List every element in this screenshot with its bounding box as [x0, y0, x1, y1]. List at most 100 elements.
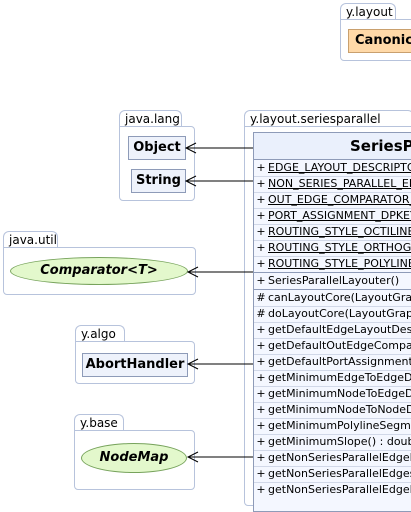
visibility-marker: +	[256, 209, 266, 222]
package-java-util: Comparator<T>	[3, 247, 196, 295]
method-row[interactable]: +getMinimumEdgeToEdgeDistance()	[254, 370, 411, 386]
row-separator	[254, 176, 411, 177]
visibility-marker: +	[256, 241, 266, 254]
field-row[interactable]: +PORT_ASSIGNMENT_DPKEY	[254, 208, 411, 224]
method-signature: getMinimumNodeToNodeDistance()	[268, 403, 411, 416]
visibility-marker: +	[256, 257, 266, 270]
visibility-marker: +	[256, 435, 266, 448]
package-tab-y-layout: y.layout	[340, 3, 396, 20]
package-java-lang: Object String	[119, 126, 195, 201]
field-row[interactable]: +ROUTING_STYLE_ORTHOGONAL	[254, 240, 411, 256]
method-row[interactable]: #canLayoutCore(LayoutGraph)	[254, 290, 411, 306]
arrowhead-comparator	[186, 266, 199, 278]
visibility-marker: +	[256, 403, 266, 416]
method-row[interactable]: +getNonSeriesParallelEdgesDpKey()	[254, 466, 411, 482]
row-separator	[254, 386, 411, 387]
field-row[interactable]: +ROUTING_STYLE_POLYLINE	[254, 256, 411, 272]
method-row[interactable]: +getMinimumSlope() : double	[254, 434, 411, 450]
row-separator	[254, 466, 411, 467]
method-row[interactable]: +getMinimumNodeToNodeDistance()	[254, 402, 411, 418]
method-signature: getMinimumPolylineSegmentLength()	[268, 419, 411, 432]
visibility-marker: #	[256, 307, 266, 320]
method-row[interactable]: +getNonSeriesParallelEdgeRouter()	[254, 482, 411, 498]
package-tab-y-layout-seriesparallel: y.layout.seriesparallel	[244, 110, 411, 127]
row-separator	[254, 418, 411, 419]
field-signature: ROUTING_STYLE_OCTILINEAR	[268, 225, 411, 238]
visibility-marker: +	[256, 339, 266, 352]
method-signature: getDefaultEdgeLayoutDescriptor()	[268, 323, 411, 336]
field-row[interactable]: +EDGE_LAYOUT_DESCRIPTOR	[254, 160, 411, 176]
method-row[interactable]: +getDefaultOutEdgeComparator()	[254, 338, 411, 354]
package-tab-java-lang: java.lang	[119, 110, 182, 127]
row-separator	[254, 306, 411, 307]
interface-node-map[interactable]: NodeMap	[81, 443, 187, 473]
method-row[interactable]: +getMinimumNodeToEdgeDistance()	[254, 386, 411, 402]
method-signature: getMinimumNodeToEdgeDistance()	[268, 387, 411, 400]
row-separator	[254, 370, 411, 371]
row-separator	[254, 338, 411, 339]
row-separator	[254, 224, 411, 225]
package-tab-y-algo: y.algo	[75, 325, 125, 342]
class-string[interactable]: String	[131, 169, 186, 193]
package-y-algo: AbortHandler	[75, 341, 195, 384]
constructors-section: +SeriesParallelLayouter()	[254, 272, 411, 289]
arrowhead-abort-handler	[186, 358, 199, 370]
visibility-marker: +	[256, 323, 266, 336]
class-series-parallel-layouter[interactable]: SeriesP +EDGE_LAYOUT_DESCRIPTOR+NON_SERI…	[253, 132, 411, 512]
package-y-layout: Canonic	[340, 19, 411, 61]
interface-comparator[interactable]: Comparator<T>	[10, 257, 188, 285]
class-title: SeriesP	[254, 133, 411, 160]
dependency-edges	[184, 142, 253, 463]
class-abort-handler[interactable]: AbortHandler	[82, 353, 188, 377]
visibility-marker: +	[256, 177, 266, 190]
method-row[interactable]: +getMinimumPolylineSegmentLength()	[254, 418, 411, 434]
method-row[interactable]: +getDefaultEdgeLayoutDescriptor()	[254, 322, 411, 338]
field-signature: EDGE_LAYOUT_DESCRIPTOR	[268, 161, 411, 174]
visibility-marker: +	[256, 193, 266, 206]
class-canonic[interactable]: Canonic	[348, 29, 411, 53]
method-signature: getNonSeriesParallelEdgeRouter()	[268, 483, 411, 496]
package-label: y.layout	[346, 5, 393, 19]
visibility-marker: +	[256, 161, 266, 174]
row-separator	[254, 450, 411, 451]
visibility-marker: +	[256, 451, 266, 464]
row-separator	[254, 354, 411, 355]
package-label: y.algo	[81, 327, 116, 341]
visibility-marker: +	[256, 371, 266, 384]
arrowhead-string	[184, 175, 197, 187]
constructor-signature: SeriesParallelLayouter()	[268, 274, 400, 287]
method-signature: getMinimumSlope() : double	[268, 435, 411, 448]
field-row[interactable]: +ROUTING_STYLE_OCTILINEAR	[254, 224, 411, 240]
arrowhead-object	[184, 142, 197, 154]
constructor-row[interactable]: +SeriesParallelLayouter()	[254, 273, 411, 289]
package-y-base: NodeMap	[74, 430, 195, 490]
row-separator	[254, 322, 411, 323]
method-signature: getNonSeriesParallelEdgeLabelingAlgorith…	[268, 451, 411, 464]
method-signature: getDefaultOutEdgeComparator()	[268, 339, 411, 352]
package-tab-y-base: y.base	[74, 414, 124, 431]
field-row[interactable]: +NON_SERIES_PARALLEL_EDGE	[254, 176, 411, 192]
row-separator	[254, 256, 411, 257]
visibility-marker: +	[256, 355, 266, 368]
field-row[interactable]: +OUT_EDGE_COMPARATOR_DPKEY	[254, 192, 411, 208]
method-signature: getDefaultPortAssignment()	[268, 355, 411, 368]
visibility-marker: +	[256, 225, 266, 238]
row-separator	[254, 208, 411, 209]
package-tab-java-util: java.util	[3, 231, 58, 248]
package-label: y.layout.seriesparallel	[250, 112, 381, 126]
row-separator	[254, 482, 411, 483]
method-signature: getMinimumEdgeToEdgeDistance()	[268, 371, 411, 384]
field-signature: PORT_ASSIGNMENT_DPKEY	[268, 209, 411, 222]
field-signature: NON_SERIES_PARALLEL_EDGE	[268, 177, 411, 190]
method-signature: getNonSeriesParallelEdgesDpKey()	[268, 467, 411, 480]
method-row[interactable]: +getDefaultPortAssignment()	[254, 354, 411, 370]
field-signature: ROUTING_STYLE_POLYLINE	[268, 257, 411, 270]
method-row[interactable]: +getNonSeriesParallelEdgeLabelingAlgorit…	[254, 450, 411, 466]
row-separator	[254, 240, 411, 241]
method-row[interactable]: #doLayoutCore(LayoutGraph)	[254, 306, 411, 322]
visibility-marker: +	[256, 483, 266, 496]
visibility-marker: +	[256, 467, 266, 480]
package-label: y.base	[80, 416, 118, 430]
visibility-marker: #	[256, 291, 266, 304]
row-separator	[254, 434, 411, 435]
